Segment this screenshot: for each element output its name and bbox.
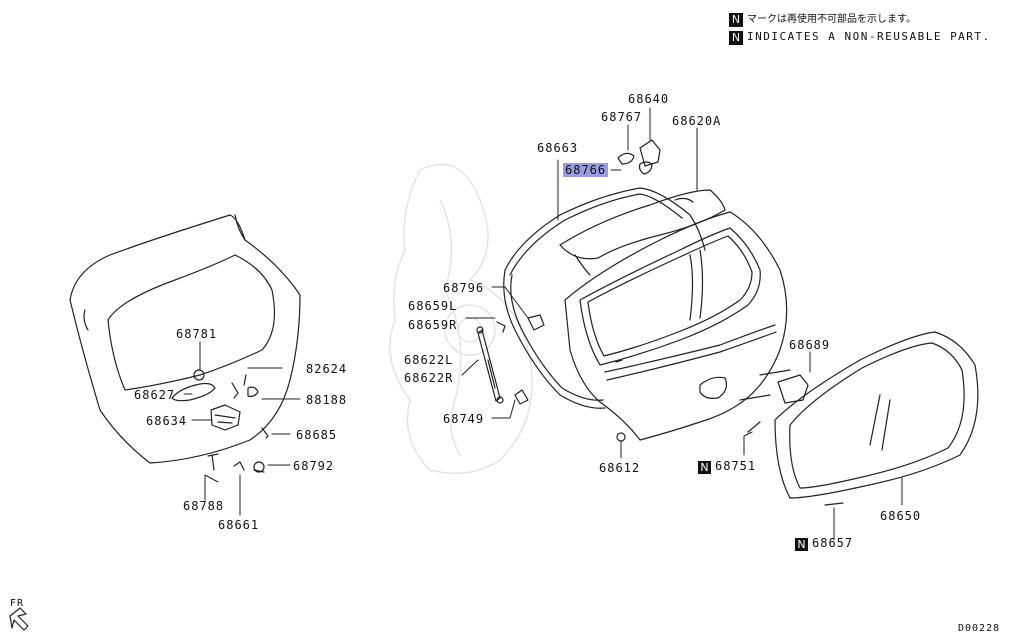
leader-lines — [183, 107, 903, 541]
non-reusable-mark: N — [698, 461, 711, 474]
legend-en: N INDICATES A NON-REUSABLE PART. — [729, 30, 991, 45]
legend-jp: N マークは再使用不可部品を示します。 — [729, 10, 916, 27]
diagram-id: D00228 — [958, 623, 1001, 634]
part-label-68689[interactable]: 68689 — [789, 338, 831, 352]
part-label-68622L[interactable]: 68622L — [404, 353, 454, 367]
part-label-68620A[interactable]: 68620A — [672, 114, 722, 128]
non-reusable-mark: N — [729, 13, 743, 27]
part-label-68796[interactable]: 68796 — [443, 281, 485, 295]
part-label-68788[interactable]: 68788 — [183, 499, 225, 513]
part-label-68659R[interactable]: 68659R — [408, 318, 458, 332]
part-label-68663[interactable]: 68663 — [537, 141, 579, 155]
part-label-68634[interactable]: 68634 — [146, 414, 188, 428]
part-label-82624[interactable]: 82624 — [306, 362, 348, 376]
part-label-68749[interactable]: 68749 — [443, 412, 485, 426]
part-label-68792[interactable]: 68792 — [293, 459, 335, 473]
part-label-68659L[interactable]: 68659L — [408, 299, 458, 313]
non-reusable-mark: N — [729, 31, 743, 45]
non-reusable-mark: N — [795, 538, 808, 551]
part-label-68627[interactable]: 68627 — [134, 388, 176, 402]
watermark — [389, 163, 533, 475]
part-label-68622R[interactable]: 68622R — [404, 371, 454, 385]
legend-jp-text: マークは再使用不可部品を示します。 — [747, 14, 916, 25]
part-label-68657[interactable]: N 68657 — [795, 536, 853, 551]
part-label-68661[interactable]: 68661 — [218, 518, 260, 532]
part-label-68685[interactable]: 68685 — [296, 428, 338, 442]
legend-en-text: INDICATES A NON-REUSABLE PART. — [747, 30, 991, 43]
inner-panel-drawing — [69, 214, 301, 473]
part-label-68640[interactable]: 68640 — [628, 92, 670, 106]
part-label-68650[interactable]: 68650 — [880, 509, 922, 523]
part-label-88188[interactable]: 88188 — [306, 393, 348, 407]
part-number: 68751 — [715, 459, 757, 473]
part-label-68751[interactable]: N 68751 — [698, 459, 756, 474]
part-number: 68657 — [812, 536, 854, 550]
direction-label: FR — [10, 598, 25, 609]
front-arrow-icon — [9, 607, 29, 631]
tailgate-drawing — [476, 139, 979, 506]
part-label-68781[interactable]: 68781 — [176, 327, 218, 341]
part-label-68767[interactable]: 68767 — [601, 110, 643, 124]
part-label-68612[interactable]: 68612 — [599, 461, 641, 475]
part-label-68766[interactable]: 68766 — [563, 163, 609, 177]
